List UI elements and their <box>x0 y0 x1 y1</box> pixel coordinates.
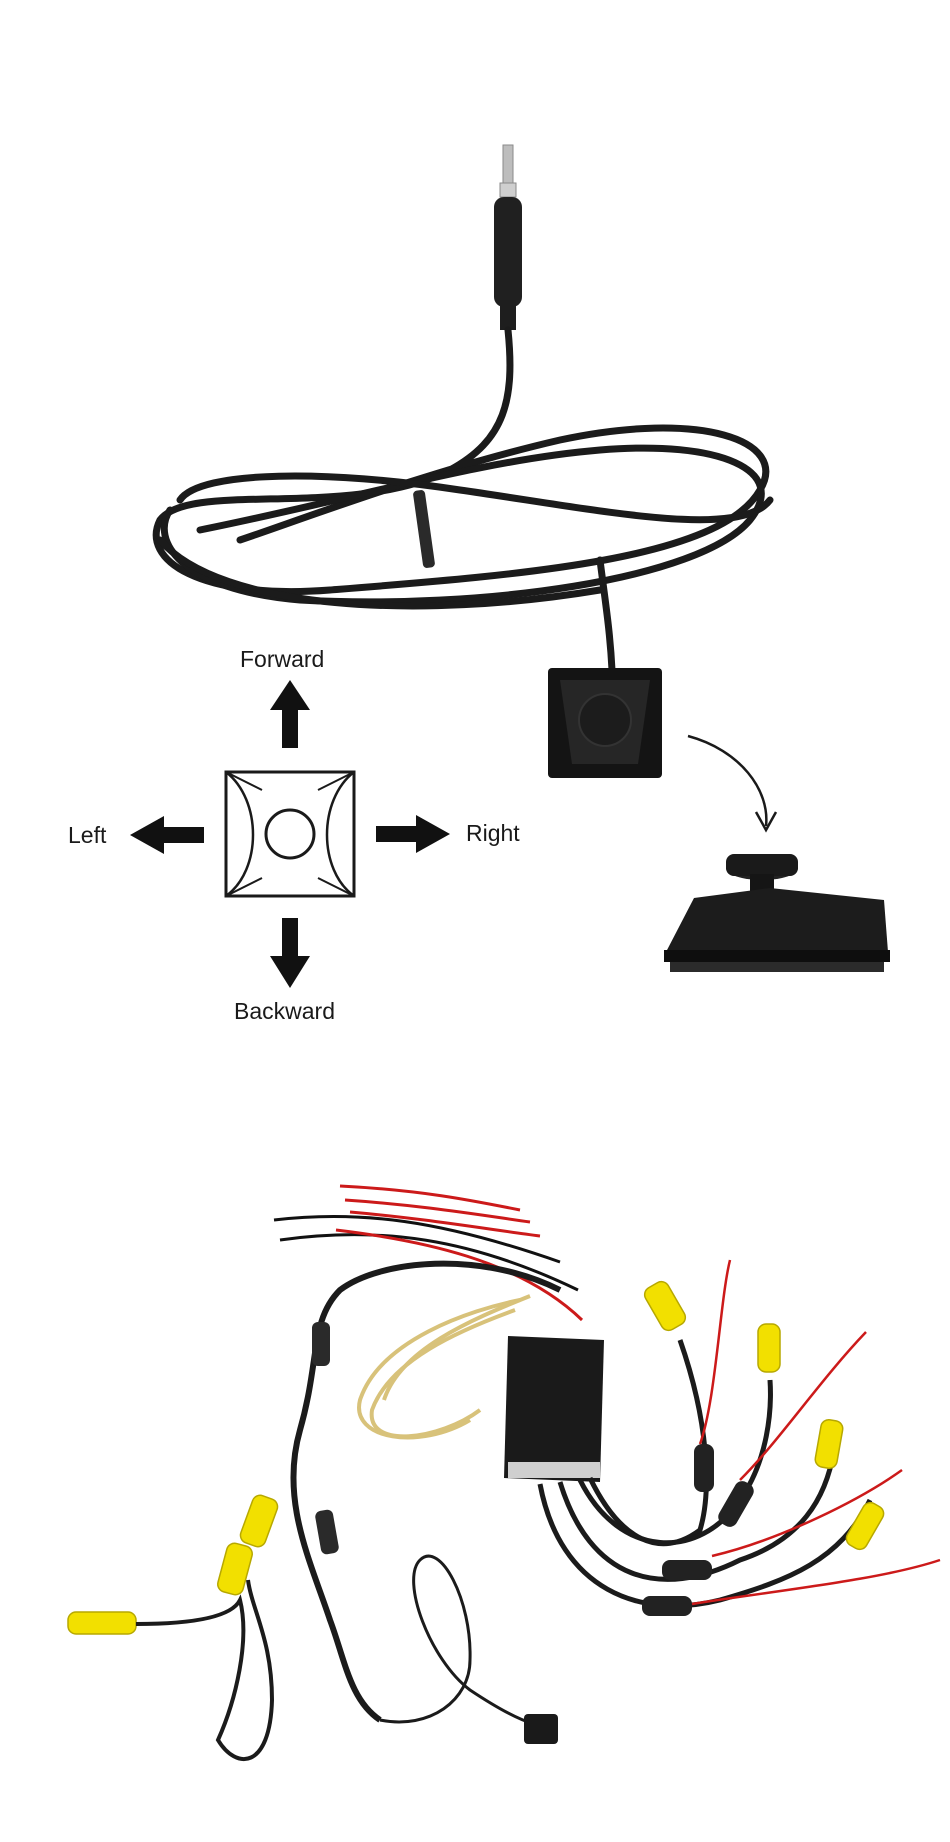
label-forward: Forward <box>240 646 325 672</box>
label-left: Left <box>68 822 107 848</box>
power-wires <box>273 1184 584 1322</box>
arrow-down-icon <box>270 918 310 988</box>
joystick-base-top-view <box>548 668 662 778</box>
red-signal-wires <box>691 1259 941 1606</box>
direction-diagram <box>224 770 356 898</box>
rca-inline-boots <box>642 1444 754 1616</box>
arrow-right-icon <box>376 815 450 853</box>
joystick-side-view <box>664 854 890 972</box>
tan-wire-bundle <box>357 1294 531 1440</box>
label-backward: Backward <box>234 998 335 1024</box>
control-box <box>504 1336 604 1482</box>
audio-jack-plug <box>494 144 522 330</box>
label-right: Right <box>466 820 520 846</box>
curved-arrow-icon <box>687 734 778 833</box>
coiled-cable <box>152 326 774 674</box>
cable-tie <box>413 490 435 568</box>
harness-product-photo <box>67 1184 941 1761</box>
arrow-up-icon <box>270 680 310 748</box>
arrow-left-icon <box>130 816 204 854</box>
rca-yellow-connectors <box>67 1280 885 1635</box>
mini-joystick <box>524 1714 558 1744</box>
